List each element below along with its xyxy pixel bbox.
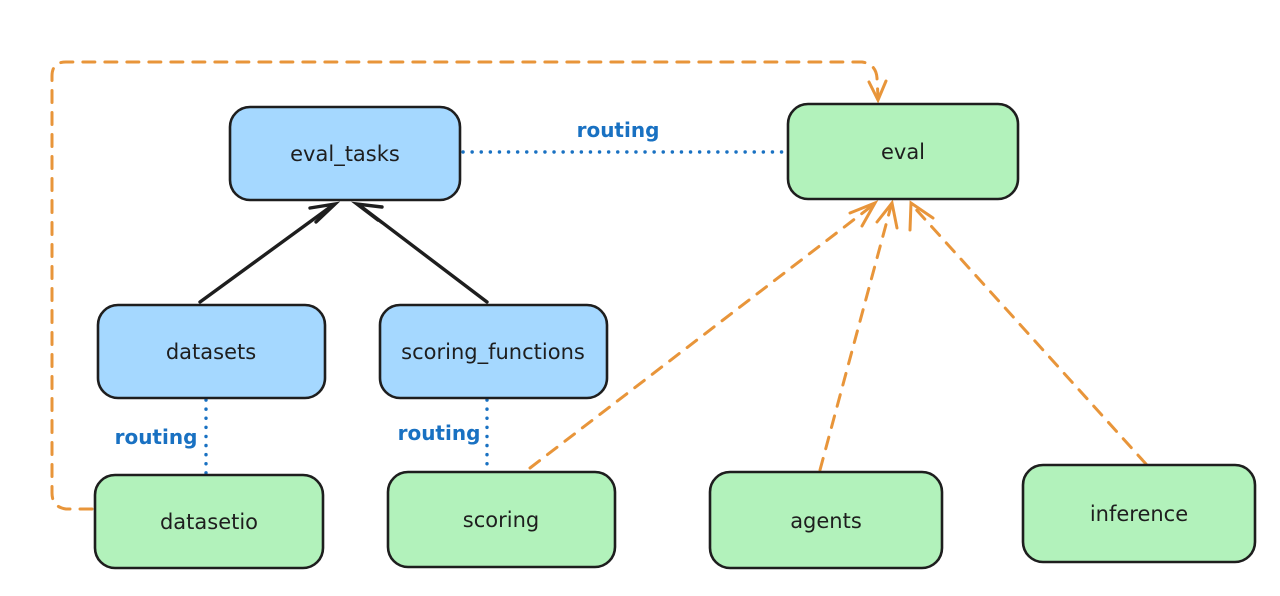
arrow-line-l-route (50, 60, 880, 511)
arrow-line (528, 203, 875, 470)
edge-scoring-functions-eval-tasks (351, 201, 489, 304)
node-datasets: datasets (96, 303, 327, 400)
arrowhead (908, 200, 935, 232)
arrow-line (357, 203, 489, 304)
node-box (228, 105, 462, 202)
arrowhead (875, 199, 899, 230)
edge-eval-tasks-eval: routing (461, 118, 788, 154)
node-label-eval: eval (881, 140, 925, 164)
node-box (1021, 463, 1257, 564)
node-inference: inference (1021, 463, 1257, 564)
edge-scoring-eval (528, 200, 879, 470)
node-label-datasetio: datasetio (160, 510, 258, 534)
node-eval: eval (786, 102, 1020, 201)
node-label-scoring-functions: scoring_functions (401, 340, 585, 365)
node-box (93, 473, 325, 570)
node-scoring-functions: scoring_functions (378, 303, 609, 400)
node-label-datasets: datasets (166, 340, 256, 364)
edge-scoring-functions-scoring: routing (398, 398, 489, 472)
edge-inference-eval (908, 200, 1148, 466)
node-agents: agents (708, 470, 944, 570)
edge-datasetio-eval (50, 60, 888, 511)
node-box (378, 303, 609, 400)
node-box (708, 470, 944, 570)
edge-label-routing-scoring: routing (398, 421, 481, 445)
edge-datasets-datasetio: routing (115, 398, 208, 475)
node-box (786, 102, 1020, 201)
arrow-line (818, 204, 893, 472)
edge-label-routing-datasets: routing (115, 425, 198, 449)
arrow-line (198, 203, 335, 304)
edge-label-routing-top: routing (577, 118, 660, 142)
node-box (386, 470, 617, 569)
node-scoring: scoring (386, 470, 617, 569)
node-label-scoring: scoring (463, 508, 539, 532)
node-label-eval-tasks: eval_tasks (290, 142, 400, 167)
edge-agents-eval (818, 199, 899, 472)
arrowhead (848, 200, 879, 228)
arrowhead (308, 201, 341, 224)
arrowhead (867, 79, 888, 104)
node-eval-tasks: eval_tasks (228, 105, 462, 202)
node-label-inference: inference (1090, 502, 1188, 526)
node-datasetio: datasetio (93, 473, 325, 570)
arrow-line (911, 204, 1148, 466)
node-box (96, 303, 327, 400)
node-label-agents: agents (790, 509, 862, 533)
edge-datasets-eval-tasks (198, 201, 341, 304)
arrowhead (351, 201, 384, 222)
